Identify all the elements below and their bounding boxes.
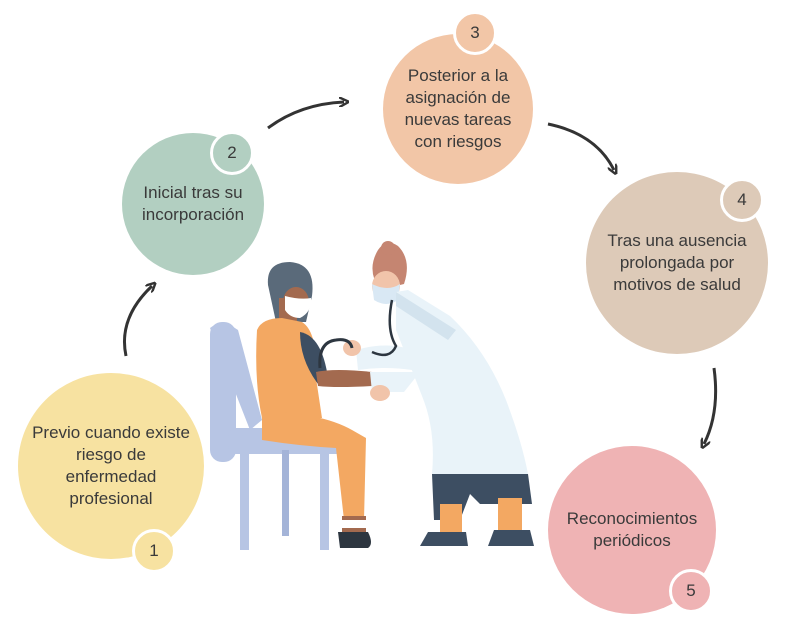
step-3-badge: 3 <box>453 11 497 55</box>
step-5-badge: 5 <box>669 569 713 613</box>
patient-figure <box>256 262 372 548</box>
step-1-circle: Previo cuando existe riesgo de enfermeda… <box>18 373 204 559</box>
chair-icon <box>210 322 348 550</box>
arrow-1-to-2 <box>122 286 152 357</box>
doctor-figure <box>318 241 534 546</box>
step-3-circle: Posterior a la asignación de nuevas tare… <box>383 34 533 184</box>
arrow-2-to-3 <box>267 102 344 130</box>
step-1-badge: 1 <box>132 529 176 573</box>
step-2-badge: 2 <box>210 131 254 175</box>
arrow-3-to-4 <box>547 122 614 170</box>
step-4-label: Tras una ausencia prolongada por motivos… <box>607 231 747 294</box>
step-5-label: Reconocimientos periódicos <box>566 509 698 550</box>
step-4-badge: 4 <box>720 178 764 222</box>
step-3-label: Posterior a la asignación de nuevas tare… <box>404 66 512 151</box>
arrow-4-to-5 <box>704 367 718 444</box>
step-2-label: Inicial tras su incorporación <box>141 183 245 224</box>
step-1-label: Previo cuando existe riesgo de enfermeda… <box>32 423 190 508</box>
